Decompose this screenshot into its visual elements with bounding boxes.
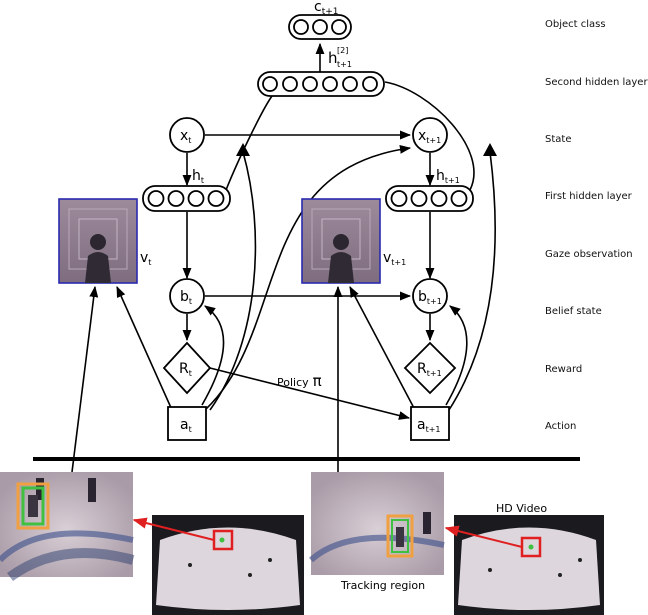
edge-at1-to-gate-t1: [448, 151, 496, 411]
belief-node-t1: bt+1: [412, 278, 448, 314]
gaze-image-t: [58, 198, 138, 284]
label-state: State: [545, 134, 571, 145]
reward-node-t1: Rt+1: [403, 341, 457, 395]
edge-at1-to-bt1: [445, 305, 468, 406]
hd-frame-t: [152, 515, 304, 615]
vt-label: vt: [140, 250, 151, 267]
label-action: Action: [545, 421, 576, 432]
label-reward: Reward: [545, 364, 582, 375]
svg-text:xt: xt: [180, 128, 191, 145]
state-node-t: xt: [169, 117, 205, 153]
first-hidden-layer-node-t1: [385, 185, 474, 212]
svg-text:xt+1: xt+1: [418, 128, 441, 145]
edge-at1-to-vt1: [349, 286, 416, 411]
gating-triangles: [236, 143, 497, 156]
hd-video-label: HD Video: [496, 502, 547, 515]
gate-triangle-t1: [483, 143, 497, 156]
zoom-arrow-t1: [444, 525, 523, 548]
svg-text:bt: bt: [180, 289, 192, 306]
reward-node-t: Rt: [162, 341, 212, 395]
edge-at-to-vt: [116, 285, 173, 411]
gate-triangle-t: [236, 143, 250, 156]
svg-text:at: at: [180, 417, 192, 434]
label-gaze-observation: Gaze observation: [545, 249, 633, 260]
svg-text:bt+1: bt+1: [418, 289, 442, 306]
row-labels: Object class Second hidden layer State F…: [545, 19, 648, 432]
vt1-label: vt+1: [383, 250, 406, 267]
label-object-class: Object class: [545, 19, 606, 30]
object-class-node: ct+1: [288, 0, 352, 40]
edge-crop-to-vt: [71, 285, 99, 473]
hd-frame-t1: [454, 515, 604, 615]
c-label: ct+1: [314, 0, 339, 17]
edge-ht-to-h2: [225, 95, 273, 191]
svg-text:at+1: at+1: [417, 417, 441, 434]
tracking-crop-t: [0, 472, 135, 582]
edge-at-to-bt: [201, 305, 225, 406]
gaze-image-t1: [301, 198, 381, 284]
edges: [71, 42, 496, 473]
edge-policy: [209, 367, 411, 420]
action-node-t1: at+1: [410, 406, 450, 441]
second-hidden-layer-node: [257, 71, 385, 97]
edge-at-to-gate-t: [209, 151, 257, 411]
edge-ht1-to-h2: [384, 81, 475, 191]
tracking-crop-t1: [308, 472, 445, 575]
state-node-t1: xt+1: [412, 117, 448, 153]
belief-node-t: bt: [169, 278, 205, 314]
svg-text:Rt: Rt: [179, 361, 192, 378]
action-node-t: at: [167, 406, 207, 441]
label-belief-state: Belief state: [545, 306, 602, 317]
label-second-hidden-layer: Second hidden layer: [545, 77, 648, 88]
edge-at-to-xt1: [204, 144, 412, 411]
first-hidden-layer-node-t: [142, 185, 231, 212]
zoom-arrow-t: [132, 517, 215, 541]
label-first-hidden-layer: First hidden layer: [545, 191, 633, 202]
ht1-label: ht+1: [436, 168, 460, 185]
svg-text:Rt+1: Rt+1: [417, 361, 442, 378]
h2-label: h[2]t+1: [328, 46, 352, 69]
tracking-region-label: Tracking region: [340, 579, 425, 592]
ht-label: ht: [192, 168, 204, 185]
